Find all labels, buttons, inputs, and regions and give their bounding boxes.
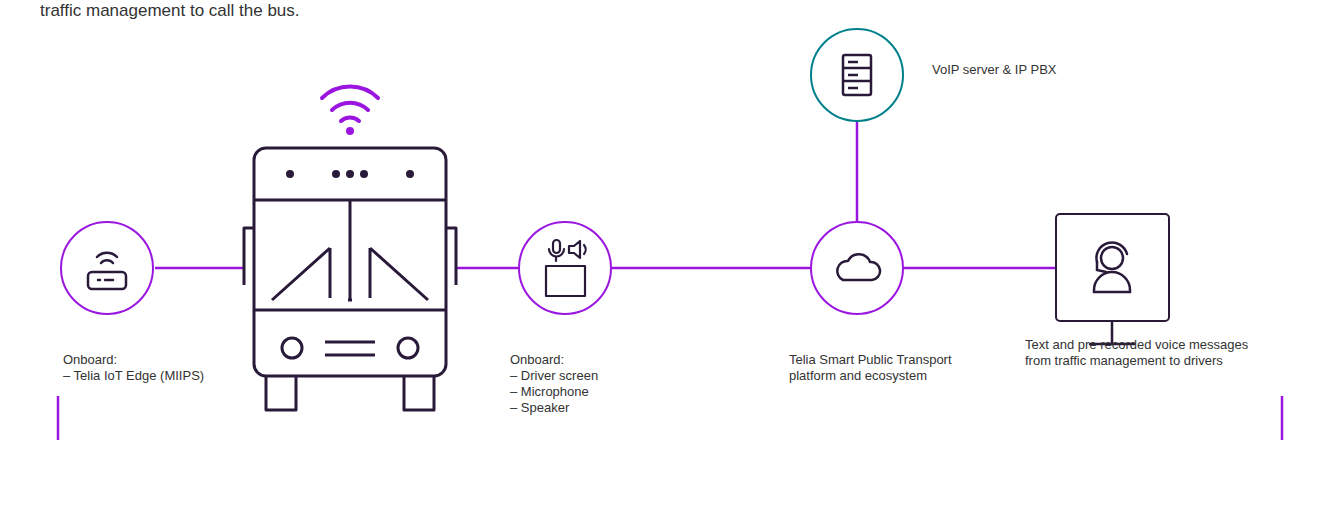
node-caption: Onboard:– Telia IoT Edge (MIIPS) <box>63 352 283 384</box>
node-caption: VoIP server & IP PBX <box>932 62 1132 78</box>
monitor-box: Text and pre recorded voice messages fro… <box>1055 213 1170 322</box>
caption-heading: VoIP server & IP PBX <box>932 62 1132 78</box>
caption-heading: Onboard: <box>510 352 710 368</box>
cut-text-line: traffic management to call the bus. <box>40 1 300 21</box>
connector-line <box>856 122 859 221</box>
icon-circle: Telia Smart Public Transport platform an… <box>810 221 904 315</box>
connector-line <box>904 267 1055 270</box>
caption-line: – Driver screen <box>510 368 710 384</box>
caption-line: – Microphone <box>510 384 710 400</box>
node-caption: Telia Smart Public Transport platform an… <box>789 352 979 384</box>
icon-circle: Onboard:– Driver screen– Microphone– Spe… <box>518 221 612 315</box>
caption-heading: Onboard: <box>63 352 283 368</box>
icon-circle: Onboard:– Telia IoT Edge (MIIPS) <box>60 221 154 315</box>
caption-heading: Telia Smart Public Transport platform an… <box>789 352 979 384</box>
node-caption: Text and pre recorded voice messages fro… <box>1025 337 1255 369</box>
caption-line: – Telia IoT Edge (MIIPS) <box>63 368 283 384</box>
connector-line <box>612 267 810 270</box>
caption-line: – Speaker <box>510 400 710 416</box>
caption-heading: Text and pre recorded voice messages fro… <box>1025 337 1255 369</box>
icon-circle: VoIP server & IP PBX <box>810 28 904 122</box>
node-caption: Onboard:– Driver screen– Microphone– Spe… <box>510 352 710 416</box>
